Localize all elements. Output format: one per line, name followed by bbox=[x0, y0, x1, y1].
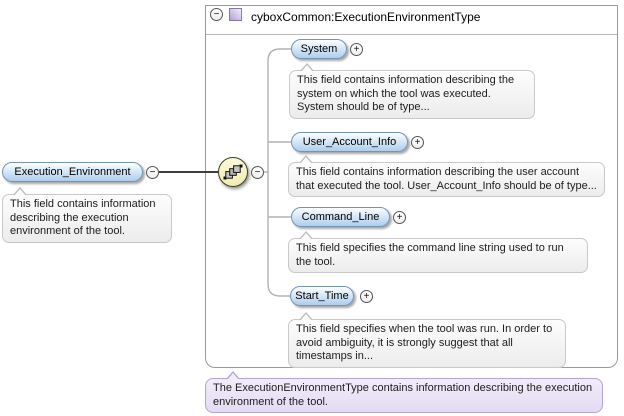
annotation-tail-icon bbox=[226, 371, 240, 380]
expand-system-button[interactable]: + bbox=[350, 43, 363, 56]
element-start-time[interactable]: Start_Time bbox=[290, 286, 354, 306]
annotation-tail-icon bbox=[299, 312, 313, 321]
annotation-text: This field contains information describi… bbox=[10, 198, 156, 237]
annotation-user-account-info: This field contains information describi… bbox=[288, 155, 605, 197]
expand-start-time-button[interactable]: + bbox=[360, 290, 373, 303]
element-command-line[interactable]: Command_Line bbox=[291, 207, 390, 227]
complex-type-icon bbox=[229, 8, 242, 21]
sequence-icon bbox=[223, 164, 243, 180]
sequence-compositor[interactable] bbox=[218, 157, 248, 187]
annotation-tail-icon bbox=[300, 63, 314, 72]
collapse-execution-environment-button[interactable]: − bbox=[146, 166, 159, 179]
annotation-tail-icon bbox=[299, 231, 313, 240]
type-title: cyboxCommon:ExecutionEnvironmentType bbox=[251, 10, 481, 24]
annotation-text: This field contains information describi… bbox=[296, 166, 597, 192]
annotation-text: This field contains information describi… bbox=[297, 74, 515, 113]
expand-user-account-info-button[interactable]: + bbox=[411, 136, 424, 149]
annotation-text: This field specifies when the tool was r… bbox=[296, 323, 553, 362]
annotation-system: This field contains information describi… bbox=[289, 63, 535, 119]
annotation-text: The ExecutionEnvironmentType contains in… bbox=[213, 382, 593, 408]
annotation-command-line: This field specifies the command line st… bbox=[288, 231, 588, 273]
annotation-tail-icon bbox=[299, 155, 313, 164]
collapse-type-button[interactable]: − bbox=[210, 8, 223, 21]
type-header: − cyboxCommon:ExecutionEnvironmentType bbox=[206, 6, 617, 35]
element-execution-environment[interactable]: Execution_Environment bbox=[2, 162, 143, 182]
collapse-sequence-button[interactable]: − bbox=[251, 166, 264, 179]
expand-command-line-button[interactable]: + bbox=[393, 211, 406, 224]
annotation-start-time: This field specifies when the tool was r… bbox=[288, 312, 566, 368]
annotation-type: The ExecutionEnvironmentType contains in… bbox=[205, 371, 603, 413]
element-user-account-info[interactable]: User_Account_Info bbox=[291, 132, 408, 152]
annotation-execution-environment: This field contains information describi… bbox=[2, 187, 172, 243]
annotation-tail-icon bbox=[13, 187, 27, 196]
annotation-text: This field specifies the command line st… bbox=[296, 242, 564, 268]
element-system[interactable]: System bbox=[291, 39, 347, 59]
